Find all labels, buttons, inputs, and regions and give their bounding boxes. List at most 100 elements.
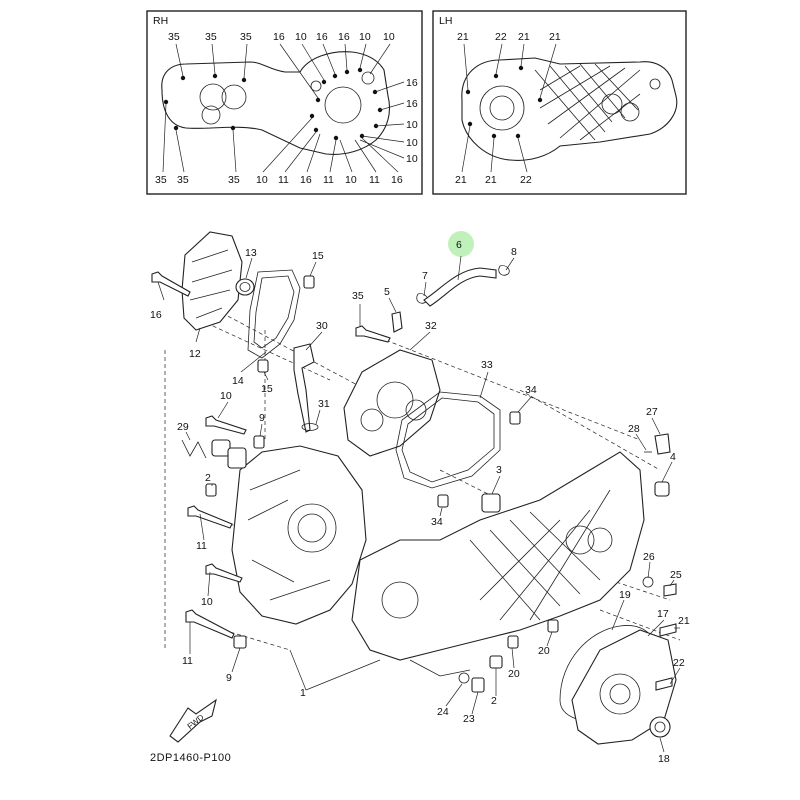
part-1-left-crankcase [231, 445, 367, 625]
svg-text:16: 16 [273, 31, 285, 43]
callout-29: 29 [177, 421, 189, 433]
part-15b-dowel [257, 359, 269, 373]
part-34b-dowel [437, 494, 449, 508]
rh-bore-left [199, 83, 227, 111]
lh-lattice [534, 63, 641, 141]
rh-crankcase-outline [161, 51, 391, 155]
callout-32: 32 [425, 320, 437, 332]
lh-callouts: 21 22 21 21 21 21 22 [455, 31, 561, 186]
lh-bolt-dots [465, 65, 543, 139]
callout-9b: 9 [226, 672, 232, 684]
part-5-fitting [391, 311, 403, 333]
svg-text:35: 35 [177, 174, 189, 186]
part-31-oring [301, 423, 319, 431]
svg-text:21: 21 [455, 174, 467, 186]
part-4-bush [654, 481, 670, 497]
callout-1: 1 [300, 687, 306, 699]
svg-text:21: 21 [457, 31, 469, 43]
callout-14: 14 [232, 375, 244, 387]
part-10b-bolt [205, 563, 243, 583]
rh-small-bore [361, 71, 375, 85]
main-callouts: 6 8 7 5 35 13 15 16 12 30 32 14 15 33 34… [150, 239, 690, 765]
callout-2a: 2 [205, 472, 211, 484]
part-25-plug [663, 583, 677, 597]
lh-leaders [461, 43, 557, 173]
callout-16: 16 [150, 309, 162, 321]
callout-22: 22 [673, 657, 685, 669]
callout-20a: 20 [538, 645, 550, 657]
part-8-clip [498, 265, 510, 276]
part-16-bolt [151, 271, 191, 297]
lh-bore-b [620, 102, 640, 122]
svg-text:11: 11 [369, 174, 380, 186]
callout-23: 23 [463, 713, 475, 725]
part-12-ribs [189, 249, 233, 319]
rh-small-bore-2 [310, 80, 322, 92]
callout-13: 13 [245, 247, 257, 259]
rh-detail-box: RH [146, 10, 423, 195]
part-24-washer [458, 672, 470, 684]
part-2a-dowel [205, 483, 217, 497]
callout-7: 7 [422, 270, 428, 282]
callout-2b: 2 [491, 695, 497, 707]
svg-text:16: 16 [338, 31, 350, 43]
callout-27: 27 [646, 406, 658, 418]
callout-30: 30 [316, 320, 328, 332]
part-21-bolt [659, 623, 677, 637]
svg-text:16: 16 [406, 77, 418, 89]
rh-bore-right [221, 84, 247, 110]
callout-18: 18 [658, 753, 670, 765]
lh-bore-c [649, 78, 661, 90]
lh-main-bore-inner [489, 95, 515, 121]
svg-text:10: 10 [256, 174, 268, 186]
part-2b-dowel [489, 655, 503, 669]
rh-leaders [162, 43, 405, 173]
callout-33: 33 [481, 359, 493, 371]
part-11b-bolt [185, 609, 235, 639]
callout-10b: 10 [201, 596, 213, 608]
callout-12: 12 [189, 348, 201, 360]
lh-box-label: LH [439, 15, 452, 27]
part-9a-dowel [253, 435, 265, 449]
callout-19: 19 [619, 589, 631, 601]
lh-main-bore [479, 85, 525, 131]
svg-text:10: 10 [295, 31, 307, 43]
highlight-marker-part-6 [448, 231, 474, 257]
part-30-dipstick [293, 343, 315, 433]
callout-3: 3 [496, 464, 502, 476]
lh-detail-box: LH 21 22 21 21 21 21 22 [432, 10, 687, 195]
svg-text:10: 10 [406, 137, 418, 149]
svg-text:35: 35 [205, 31, 217, 43]
rh-callouts: 35 35 35 16 10 16 16 10 10 16 16 10 10 1… [155, 31, 418, 186]
svg-text:22: 22 [495, 31, 507, 43]
svg-text:10: 10 [406, 153, 418, 165]
callout-31: 31 [318, 398, 330, 410]
callout-10a: 10 [220, 390, 232, 402]
callout-34b: 34 [431, 516, 443, 528]
callout-24: 24 [437, 706, 449, 718]
part-1-main-crankcase [351, 451, 645, 661]
part-15a-dowel [303, 275, 315, 289]
crankcase-foot [409, 659, 471, 677]
callout-6: 6 [456, 239, 462, 251]
callout-17: 17 [657, 608, 669, 620]
part-29-part [211, 439, 231, 457]
part-9b-dowel [233, 635, 247, 649]
callout-11a: 11 [196, 540, 207, 552]
part-27-plug [654, 433, 671, 455]
main-crankcase-lattice [469, 489, 611, 621]
callout-5: 5 [384, 286, 390, 298]
svg-text:35: 35 [240, 31, 252, 43]
part-11a-bolt [187, 505, 233, 529]
main-leaders [157, 255, 681, 753]
svg-text:11: 11 [278, 174, 289, 186]
fwd-arrow: FWD [169, 698, 217, 743]
svg-text:16: 16 [391, 174, 403, 186]
svg-text:21: 21 [518, 31, 530, 43]
part-20a-dowel [547, 619, 559, 633]
svg-text:10: 10 [383, 31, 395, 43]
callout-35: 35 [352, 290, 364, 302]
svg-text:22: 22 [520, 174, 532, 186]
callout-25: 25 [670, 569, 682, 581]
callout-11b: 11 [182, 655, 193, 667]
